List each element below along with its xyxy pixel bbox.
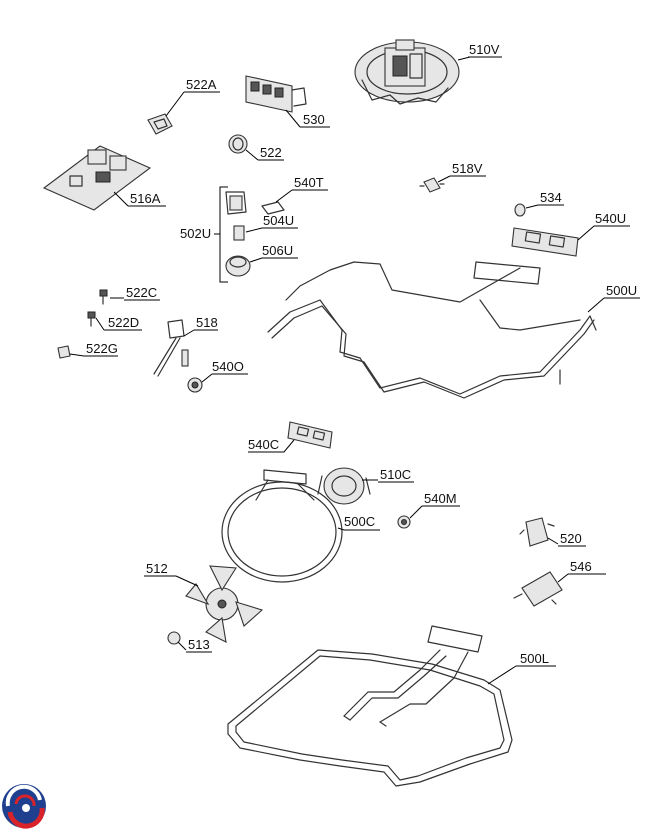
svg-text:540U: 540U: [595, 211, 626, 226]
part-500L-lower-heating-element: [227, 625, 513, 787]
part-520-switch: [519, 517, 555, 547]
label-534: 534: [525, 190, 564, 209]
brand-logo-icon: [2, 784, 46, 829]
label-522D: 522D: [95, 315, 142, 331]
svg-text:502U: 502U: [180, 226, 211, 241]
svg-text:546: 546: [570, 559, 592, 574]
part-540M-washer: [397, 515, 411, 529]
label-500L: 500L: [487, 651, 556, 685]
svg-text:518: 518: [196, 315, 218, 330]
part-522A-bracket: [147, 113, 173, 135]
part-546-component: [513, 571, 563, 607]
svg-text:540T: 540T: [294, 175, 324, 190]
svg-text:510V: 510V: [469, 42, 500, 57]
label-522A: 522A: [165, 77, 220, 117]
label-540U: 540U: [577, 211, 630, 241]
label-522G: 522G: [69, 341, 118, 357]
label-504U: 504U: [245, 213, 298, 233]
label-513: 513: [177, 637, 212, 653]
svg-text:512: 512: [146, 561, 168, 576]
part-512-fan-blade: [185, 565, 264, 643]
svg-text:522: 522: [260, 145, 282, 160]
part-502U-bracket-group: [214, 186, 251, 283]
part-522G-clip: [57, 345, 71, 359]
label-506U: 506U: [249, 243, 298, 263]
svg-text:518V: 518V: [452, 161, 483, 176]
label-518V: 518V: [437, 161, 486, 183]
label-522C: 522C: [110, 285, 160, 301]
svg-text:522C: 522C: [126, 285, 157, 300]
part-540U-gasket: [511, 227, 579, 257]
part-522D-screw: [87, 311, 96, 327]
part-540C-gasket: [287, 421, 333, 449]
label-540T: 540T: [275, 175, 328, 203]
svg-text:540O: 540O: [212, 359, 244, 374]
label-502U: 502U: [180, 226, 211, 241]
svg-text:522D: 522D: [108, 315, 139, 330]
svg-text:522A: 522A: [186, 77, 217, 92]
label-510C: 510C: [362, 467, 414, 483]
part-516A-control-board: [42, 145, 152, 211]
label-512: 512: [144, 561, 199, 587]
svg-text:522G: 522G: [86, 341, 118, 356]
label-510V: 510V: [457, 42, 502, 61]
part-518-thermostat-probe: [153, 319, 189, 377]
part-540O-washer: [187, 377, 203, 393]
label-520: 520: [547, 531, 586, 547]
svg-text:500U: 500U: [606, 283, 637, 298]
part-510C-convection-motor: [317, 467, 371, 505]
svg-text:510C: 510C: [380, 467, 411, 482]
part-513-nut: [167, 631, 181, 645]
svg-text:520: 520: [560, 531, 582, 546]
part-522-ring: [228, 134, 248, 154]
svg-text:516A: 516A: [130, 191, 161, 206]
part-522C-screw: [99, 289, 108, 305]
part-500U-upper-heating-element: [267, 261, 597, 399]
label-540C: 540C: [248, 437, 295, 453]
part-534-clip: [514, 203, 526, 217]
svg-text:500L: 500L: [520, 651, 549, 666]
part-510V-fan-motor: [354, 39, 460, 105]
label-522: 522: [245, 145, 284, 161]
label-500C: 500C: [337, 514, 380, 531]
label-518: 518: [183, 315, 218, 337]
label-530: 530: [285, 109, 330, 128]
label-516A: 516A: [113, 191, 166, 207]
part-500C-circular-element: [221, 469, 343, 583]
svg-text:500C: 500C: [344, 514, 375, 529]
label-546: 546: [557, 559, 606, 583]
svg-text:504U: 504U: [263, 213, 294, 228]
part-540T-gasket: [261, 201, 285, 215]
svg-text:513: 513: [188, 637, 210, 652]
svg-text:506U: 506U: [262, 243, 293, 258]
svg-text:534: 534: [540, 190, 562, 205]
label-540M: 540M: [409, 491, 460, 519]
part-530-terminal-block: [245, 75, 307, 113]
label-540O: 540O: [201, 359, 248, 383]
svg-text:540C: 540C: [248, 437, 279, 452]
part-518V-thermostat: [419, 177, 445, 193]
svg-text:530: 530: [303, 112, 325, 127]
label-500U: 500U: [587, 283, 640, 313]
svg-text:540M: 540M: [424, 491, 457, 506]
